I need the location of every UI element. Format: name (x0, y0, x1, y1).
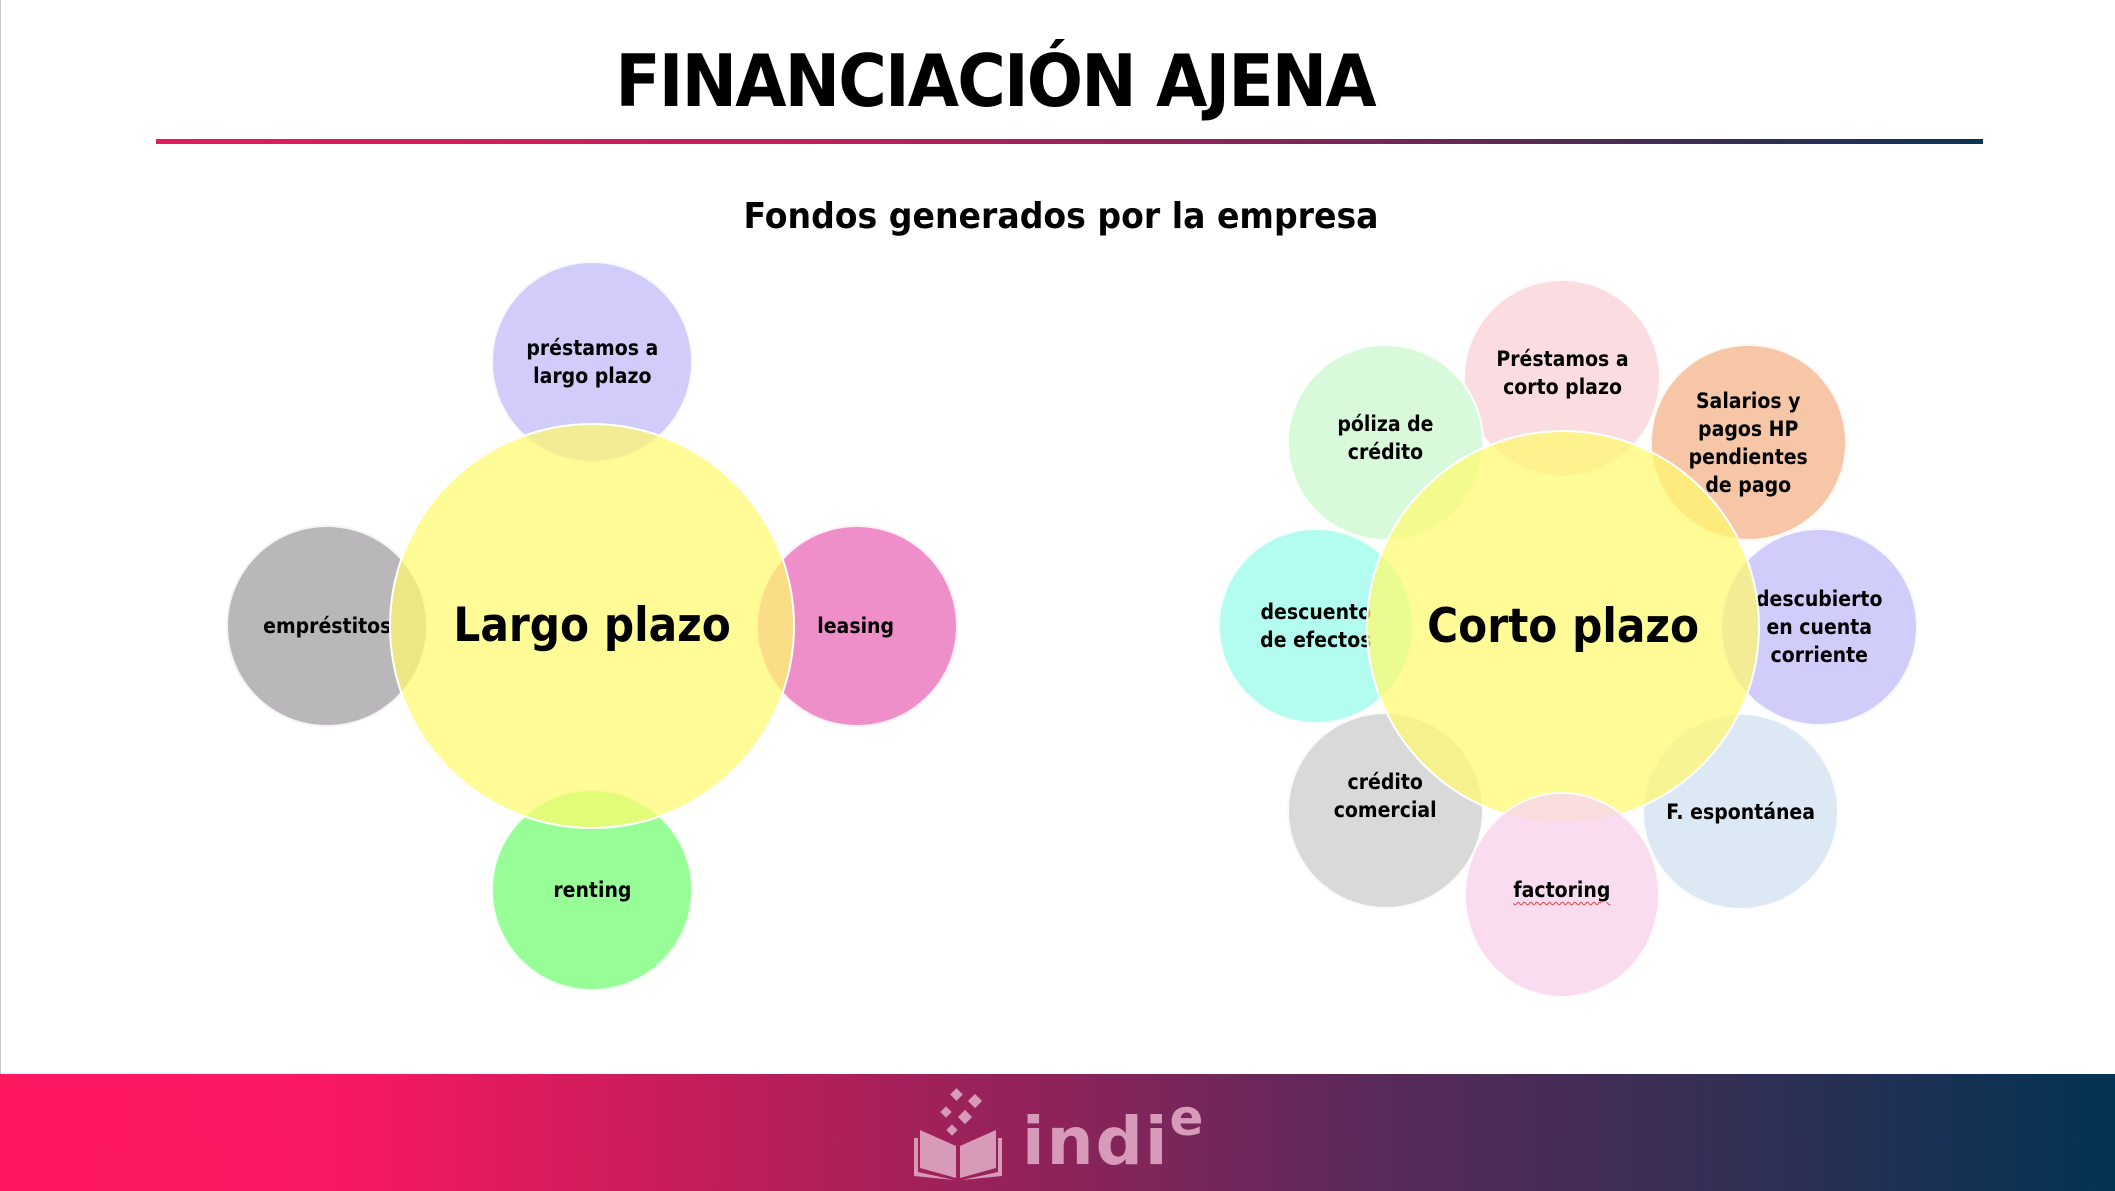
long-term-hub: Largo plazo (389, 423, 795, 829)
footer-banner (0, 1074, 2115, 1191)
brand-wordmark: indie (1022, 1089, 1206, 1180)
long-term-node-leasing: leasing (756, 525, 958, 727)
open-book-icon (914, 1088, 1002, 1180)
brand-logo: indie (912, 1088, 1205, 1180)
financing-diagrams: préstamos a largo plazo leasing renting … (226, 261, 1918, 998)
slide-left-border (0, 0, 1, 1074)
title-divider (156, 139, 1983, 144)
short-term-node-factoring: factoring (1464, 792, 1660, 998)
slide-subtitle: Fondos generados por la empresa (743, 196, 1379, 237)
short-term-hub: Corto plazo (1366, 430, 1760, 824)
slide-title: FINANCIACIÓN AJENA (615, 39, 1376, 123)
